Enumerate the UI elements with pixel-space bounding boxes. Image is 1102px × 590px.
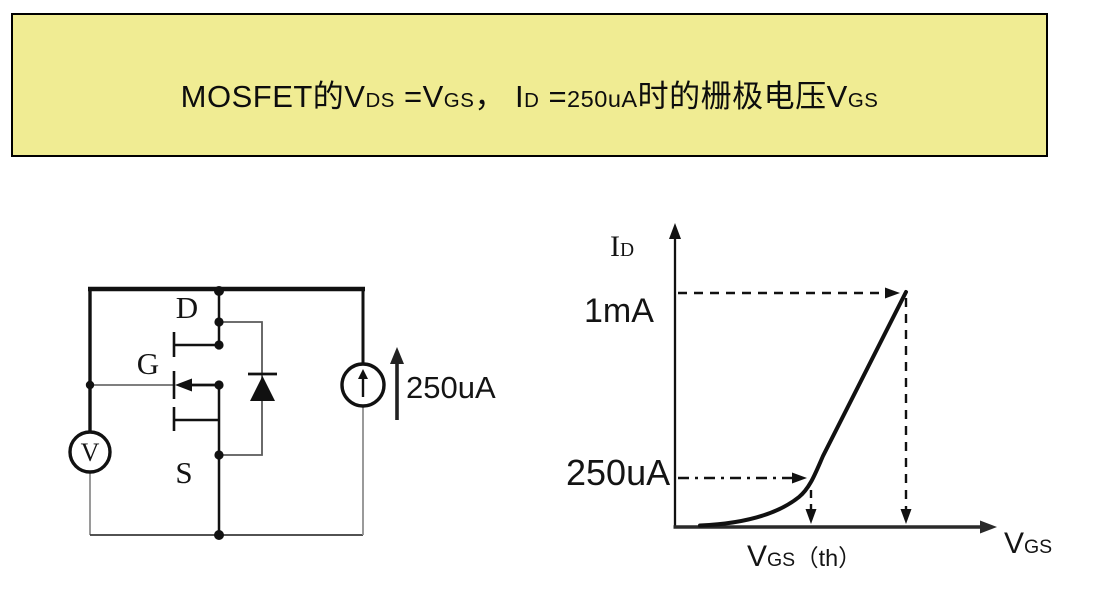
mosfet-symbol	[172, 332, 219, 431]
guide-vgsth-arrow-icon	[805, 509, 817, 524]
y-axis-label: ID	[610, 230, 635, 263]
y-axis-arrow-icon	[669, 223, 681, 239]
diode-branch-wire	[219, 321, 263, 456]
page-title: MOSFET的VDS =VGS， ID =250uA时的栅极电压VGS	[180, 78, 879, 114]
drain-terminal-label: D	[175, 290, 199, 325]
junction-dot	[214, 380, 224, 390]
transfer-curve-graph	[669, 223, 997, 534]
junction-dot	[214, 530, 224, 540]
junction-dot	[214, 340, 224, 350]
body-diode-branch	[219, 321, 277, 456]
guide-vgs1ma-arrow-icon	[900, 509, 912, 524]
current-source-symbol	[340, 362, 386, 408]
guide-1ma-arrow-icon	[885, 287, 900, 299]
voltmeter-label: V	[80, 438, 100, 467]
y-tick-1ma-label: 1mA	[584, 292, 654, 330]
circuit-schematic	[68, 286, 404, 540]
current-source-value-label: 250uA	[406, 370, 496, 405]
voltmeter-circle	[68, 430, 112, 474]
y-tick-250ua-label: 250uA	[566, 452, 671, 493]
junction-dot	[214, 317, 224, 327]
current-arrow-head-icon	[390, 347, 404, 364]
junction-dot	[85, 380, 95, 390]
x-axis-arrow-icon	[980, 520, 997, 534]
source-terminal-label: S	[175, 455, 193, 490]
guide-250ua-arrow-icon	[792, 472, 807, 484]
x-axis-label: VGS	[1004, 527, 1053, 560]
junction-dot	[214, 286, 224, 296]
junction-dots	[85, 286, 224, 540]
mosfet-substrate-arrow-icon	[175, 378, 192, 392]
transfer-curve	[698, 290, 908, 528]
junction-dot	[214, 450, 224, 460]
diode-triangle-icon	[250, 376, 275, 401]
title-box: MOSFET的VDS =VGS， ID =250uA时的栅极电压VGS	[11, 13, 1048, 157]
x-tick-vgsth-label: VGS（th）	[747, 540, 862, 573]
current-direction-arrow	[390, 347, 404, 420]
gate-terminal-label: G	[136, 346, 160, 381]
current-source-arrow-icon	[358, 369, 368, 379]
